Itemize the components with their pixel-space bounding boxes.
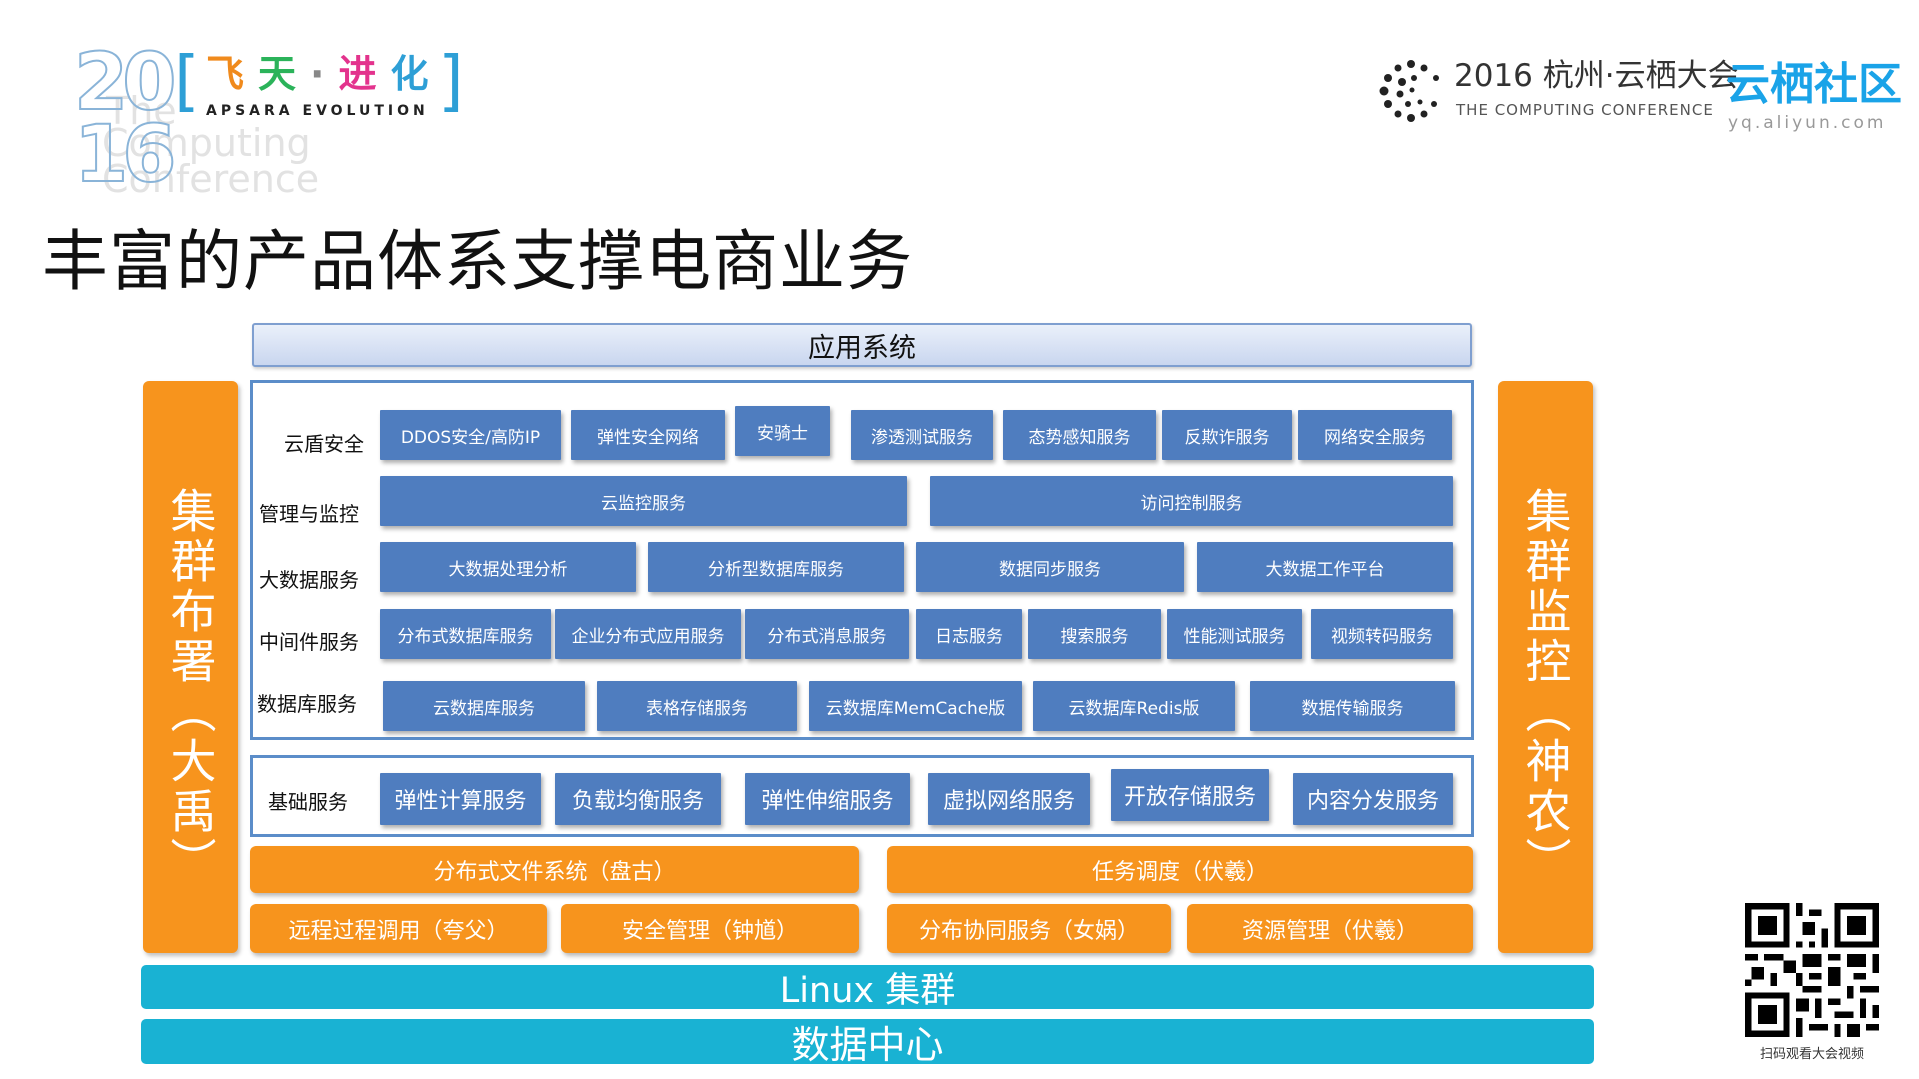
page-title: 丰富的产品体系支撑电商业务 (42, 223, 913, 300)
tile-bigdata-platform: 大数据工作平台 (1197, 542, 1453, 592)
tile-redis: 云数据库Redis版 (1033, 681, 1235, 731)
tile-load-balancer: 负载均衡服务 (555, 773, 721, 825)
cluster-deploy-label: 集群布署（大禹） (163, 487, 218, 887)
kernel-kuafu: 远程过程调用（夸父） (250, 904, 547, 953)
community-name: 云栖社区 (1726, 59, 1902, 110)
tile-analytic-db: 分析型数据库服务 (648, 542, 904, 592)
logo-bracket-left: [ (174, 42, 200, 119)
logo-year-top: 20 (73, 38, 178, 128)
tile-log-service: 日志服务 (916, 609, 1022, 659)
tile-data-transfer: 数据传输服务 (1250, 681, 1455, 731)
logo-year-bottom: 16 (73, 110, 178, 200)
tile-network-security: 网络安全服务 (1298, 410, 1452, 460)
kernel-nuwa: 分布协同服务（女娲） (887, 904, 1171, 953)
linux-cluster-bar: Linux 集群 (141, 965, 1594, 1011)
tile-table-store: 表格存储服务 (597, 681, 797, 731)
logo-ghost-text-2: Computing (102, 121, 311, 165)
row-label-base: 基础服务 (268, 790, 348, 814)
apsara-logo: The Computing Conference 20 16 [ ] 飞天·进化… (70, 42, 490, 202)
tile-data-sync: 数据同步服务 (916, 542, 1184, 592)
tile-bigdata-processing: 大数据处理分析 (380, 542, 636, 592)
conference-name-cn: 2016 杭州·云栖大会 (1454, 58, 1739, 94)
tile-auto-scaling: 弹性伸缩服务 (745, 773, 910, 825)
qr-caption: 扫码观看大会视频 (1759, 1047, 1864, 1062)
logo-ghost-text-1: The (106, 89, 177, 133)
logo-bracket-right: ] (438, 42, 464, 119)
tile-elastic-security-network: 弹性安全网络 (571, 410, 725, 460)
tile-distributed-db: 分布式数据库服务 (380, 609, 551, 659)
tile-open-storage: 开放存储服务 (1111, 769, 1269, 821)
tile-content-delivery: 内容分发服务 (1293, 773, 1453, 825)
kernel-zhongkui: 安全管理（钟馗） (561, 904, 859, 953)
tile-access-control: 访问控制服务 (930, 476, 1453, 526)
tile-memcache: 云数据库MemCache版 (809, 681, 1022, 731)
cluster-monitor-bar: 集群监控（神农） (1498, 381, 1593, 953)
logo-slogan-en: APSARA EVOLUTION (206, 103, 429, 119)
tile-cloud-monitor: 云监控服务 (380, 476, 907, 526)
tile-perf-test: 性能测试服务 (1167, 609, 1302, 659)
kernel-fuxi-resource: 资源管理（伏羲） (1187, 904, 1473, 953)
app-layer-bar: 应用系统 (252, 323, 1472, 367)
tile-elastic-compute: 弹性计算服务 (380, 773, 541, 825)
row-label-security: 云盾安全 (284, 432, 364, 456)
kernel-pangu: 分布式文件系统（盘古） (250, 846, 859, 893)
row-label-middleware: 中间件服务 (259, 630, 359, 654)
cluster-deploy-bar: 集群布署（大禹） (143, 381, 238, 953)
tile-virtual-network: 虚拟网络服务 (928, 773, 1090, 825)
tile-enterprise-app: 企业分布式应用服务 (555, 609, 741, 659)
row-label-management: 管理与监控 (259, 502, 359, 526)
data-center-bar: 数据中心 (141, 1019, 1594, 1067)
tile-message-service: 分布式消息服务 (745, 609, 909, 659)
tile-anti-fraud: 反欺诈服务 (1162, 410, 1292, 460)
conference-logo: 2016 杭州·云栖大会 THE COMPUTING CONFERENCE 云栖… (1378, 52, 1902, 142)
tile-ddos: DDOS安全/高防IP (380, 410, 561, 460)
kernel-fuxi-scheduling: 任务调度（伏羲） (887, 846, 1473, 893)
row-label-bigdata: 大数据服务 (259, 568, 359, 592)
logo-slogan-cn: 飞天·进化 (206, 52, 443, 96)
yunqi-dots-icon (1379, 60, 1439, 122)
tile-cloud-db: 云数据库服务 (383, 681, 585, 731)
community-url: yq.aliyun.com (1728, 113, 1887, 133)
tile-situation-awareness: 态势感知服务 (1003, 410, 1156, 460)
tile-aegis: 安骑士 (735, 406, 830, 456)
tile-search-service: 搜索服务 (1028, 609, 1161, 659)
row-label-database: 数据库服务 (257, 692, 357, 716)
tile-video-transcode: 视频转码服务 (1311, 609, 1453, 659)
cluster-monitor-label: 集群监控（神农） (1518, 487, 1573, 887)
logo-ghost-text-3: Conference (102, 157, 320, 201)
tile-penetration-test: 渗透测试服务 (851, 410, 993, 460)
qr-code-icon[interactable] (1745, 903, 1879, 1037)
conference-name-en: THE COMPUTING CONFERENCE (1456, 101, 1714, 119)
